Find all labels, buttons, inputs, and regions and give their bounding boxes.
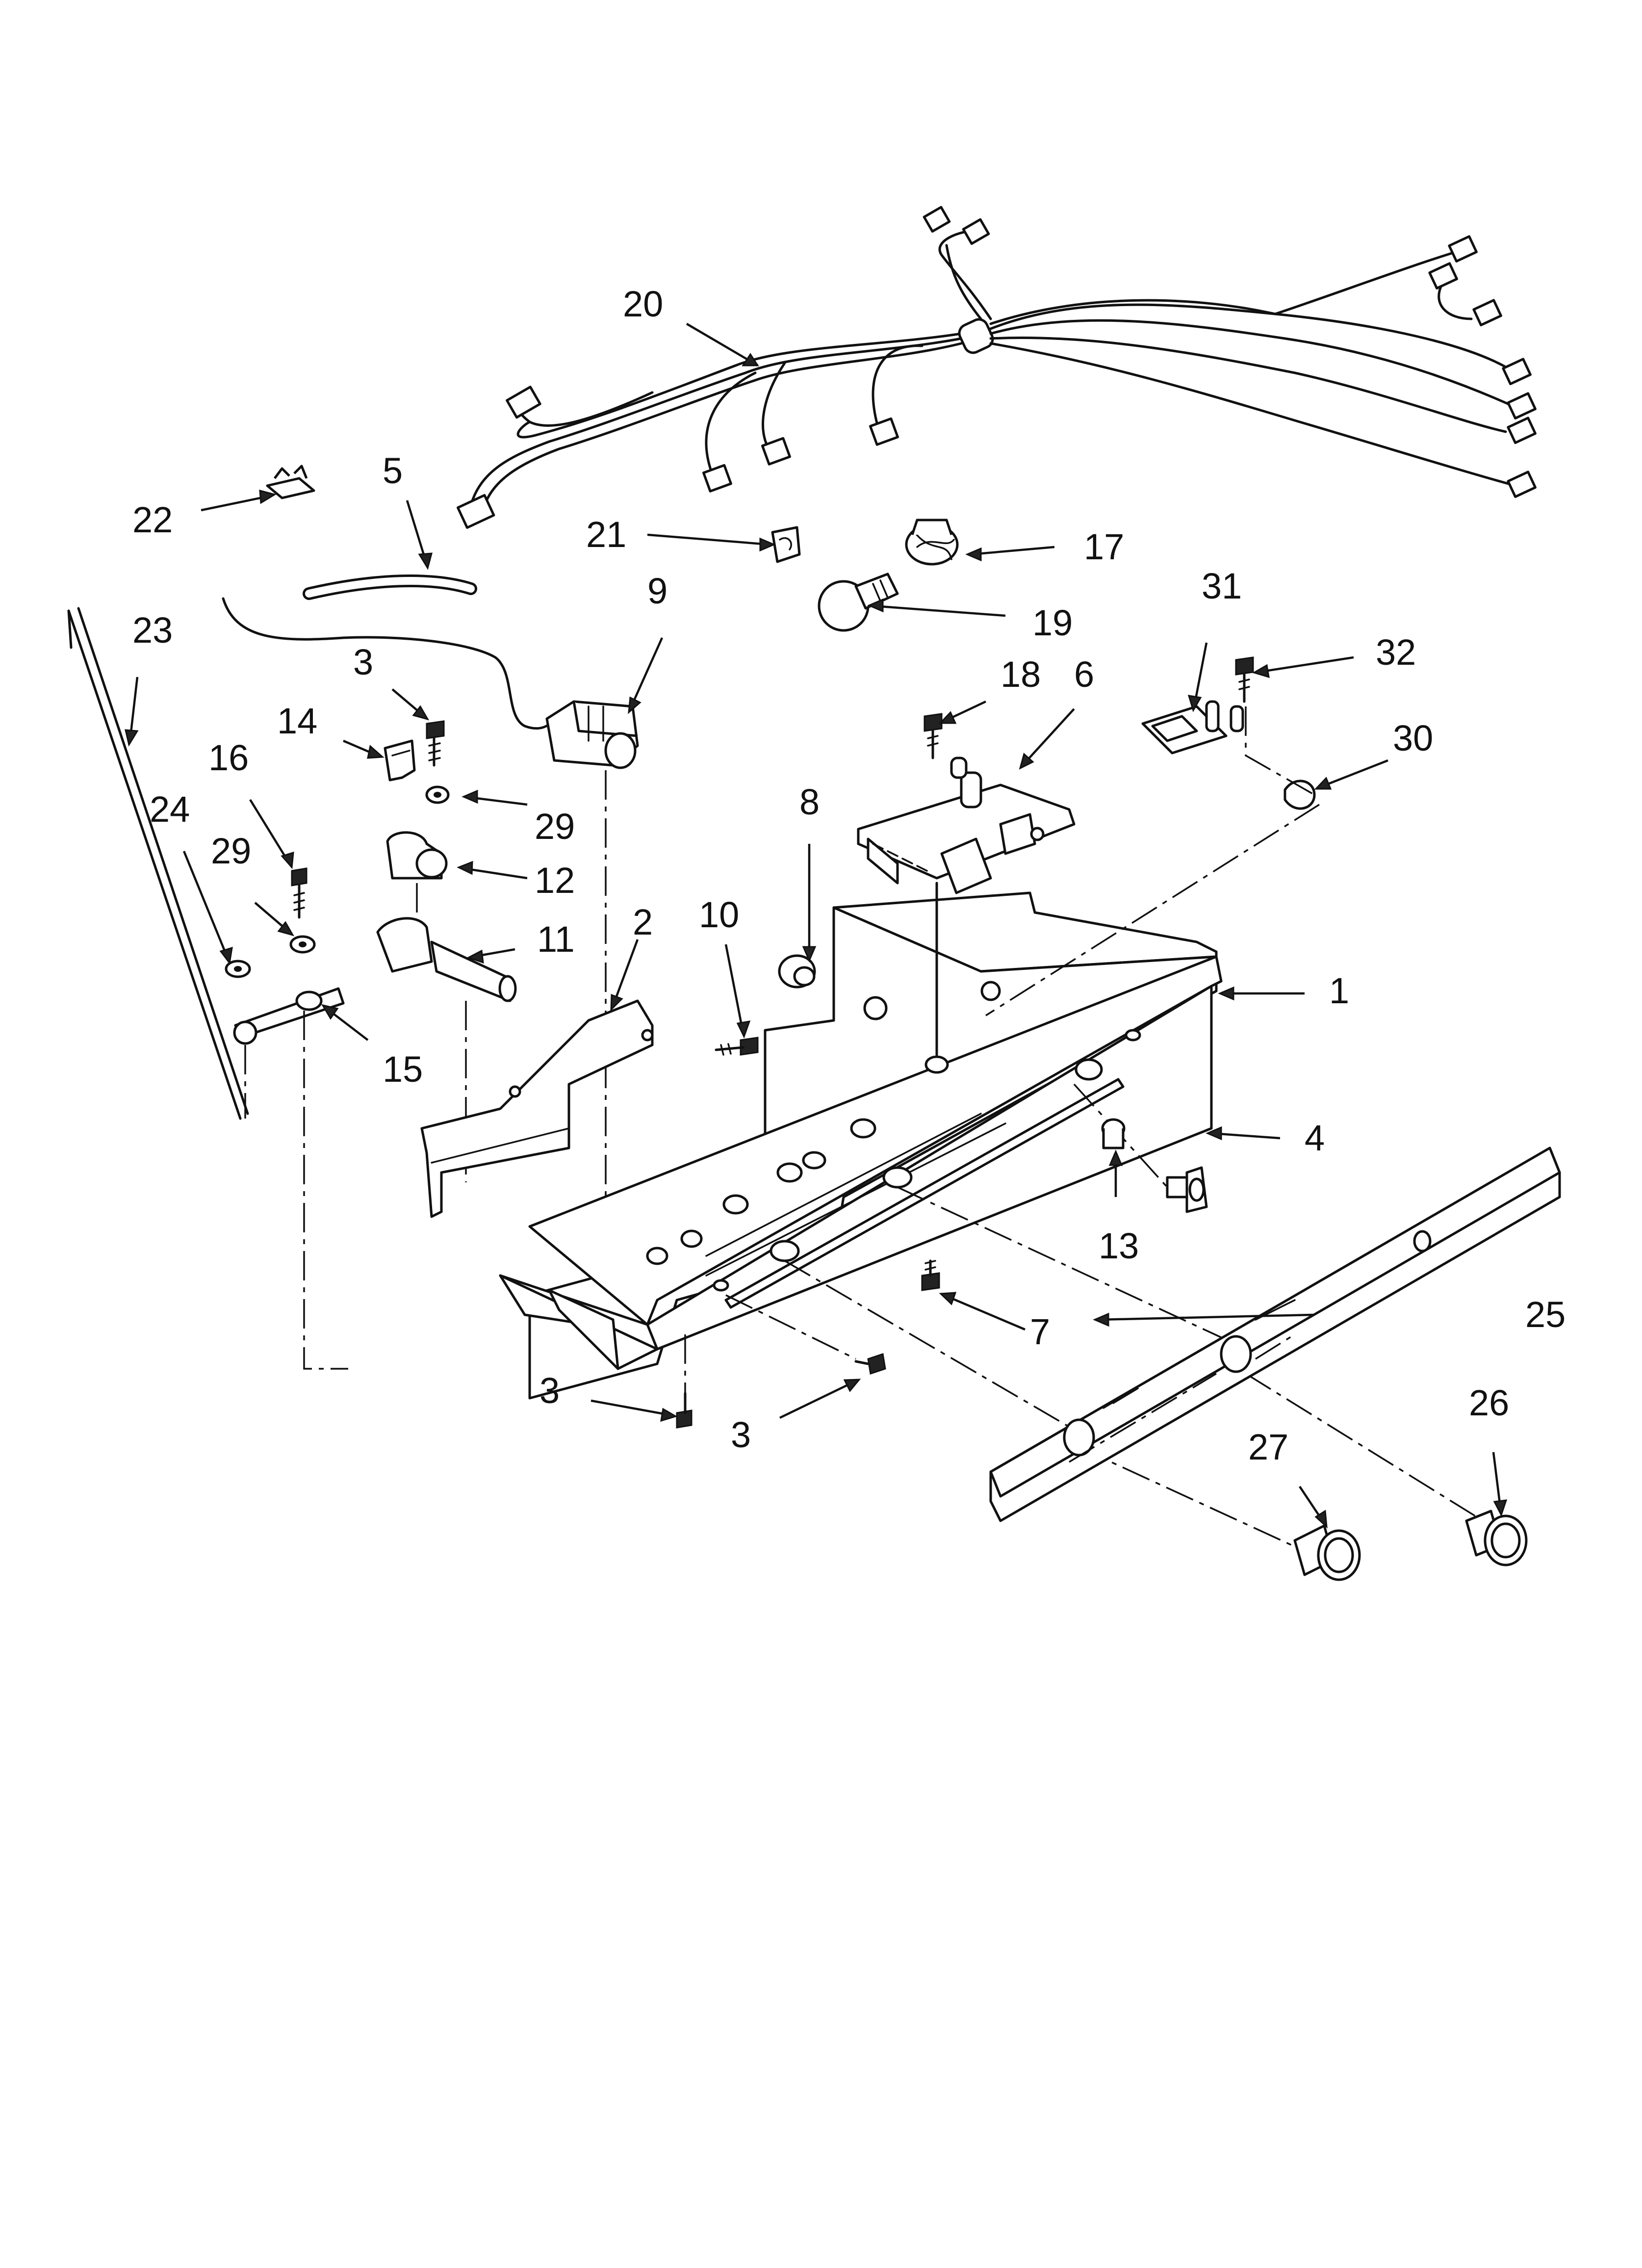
screw-3a [426, 720, 445, 767]
control-board-6 [857, 756, 1076, 894]
callout-3c: 3 [731, 1414, 751, 1455]
callout-17: 17 [1084, 526, 1124, 567]
callout-8: 8 [799, 782, 820, 822]
lamp-socket [905, 519, 959, 566]
leader-lines [125, 323, 1508, 1529]
switch-4 [1166, 1166, 1208, 1213]
callout-6: 6 [1074, 654, 1094, 695]
control-housing [420, 891, 1223, 1400]
callout-29b: 29 [211, 831, 251, 871]
screw-32 [1235, 656, 1254, 703]
callout-32: 32 [1376, 632, 1416, 673]
wiring-harness [457, 206, 1537, 529]
callout-29a: 29 [535, 806, 575, 847]
callout-20: 20 [623, 284, 663, 324]
callout-22: 22 [132, 499, 173, 540]
sensor-board-31 [1141, 700, 1244, 755]
callout-3a: 3 [353, 642, 373, 682]
callout-15: 15 [383, 1049, 423, 1090]
knob-27 [1293, 1524, 1361, 1581]
callout-19: 19 [1032, 602, 1073, 643]
callout-1: 1 [1329, 970, 1349, 1011]
callout-4: 4 [1305, 1118, 1325, 1158]
screw-18 [924, 713, 943, 759]
screw-16 [291, 867, 308, 919]
light-bulb [818, 573, 899, 632]
callout-numbers: 20 22 5 21 17 19 9 23 3 14 29 12 11 16 2… [132, 284, 1565, 1467]
callout-11: 11 [537, 919, 575, 960]
bracket-21 [771, 526, 801, 563]
callout-24: 24 [150, 789, 190, 830]
control-knob-11 [376, 917, 517, 1002]
button-13 [1101, 1118, 1126, 1149]
cold-control [545, 700, 639, 769]
grommet-8 [778, 954, 816, 989]
callout-7: 7 [1030, 1311, 1050, 1352]
callout-2: 2 [633, 902, 653, 942]
trim-panel-25 [989, 1147, 1561, 1522]
callout-9: 9 [647, 571, 667, 611]
callout-3b: 3 [539, 1370, 560, 1411]
callout-13: 13 [1099, 1225, 1139, 1266]
screw-10 [715, 1037, 759, 1056]
callout-26: 26 [1469, 1382, 1509, 1423]
screw-7 [921, 1259, 940, 1291]
screw-3c [854, 1353, 886, 1375]
rod-23 [67, 607, 249, 1120]
callout-27: 27 [1248, 1427, 1288, 1467]
clip-30 [1283, 780, 1316, 810]
callout-31: 31 [1202, 566, 1242, 606]
callout-21: 21 [586, 514, 626, 555]
knob-26 [1465, 1510, 1528, 1566]
callout-23: 23 [132, 610, 173, 651]
callout-16: 16 [208, 737, 249, 778]
callout-14: 14 [277, 701, 317, 741]
callout-30: 30 [1393, 718, 1433, 758]
callout-5: 5 [383, 450, 403, 491]
screw-3b [676, 1392, 693, 1429]
clip-part [266, 465, 315, 499]
callout-18: 18 [1001, 654, 1041, 695]
callout-10: 10 [699, 894, 739, 935]
lever-15 [233, 987, 345, 1045]
part-14 [384, 739, 416, 782]
callout-12: 12 [535, 860, 575, 901]
callout-25: 25 [1525, 1294, 1565, 1335]
